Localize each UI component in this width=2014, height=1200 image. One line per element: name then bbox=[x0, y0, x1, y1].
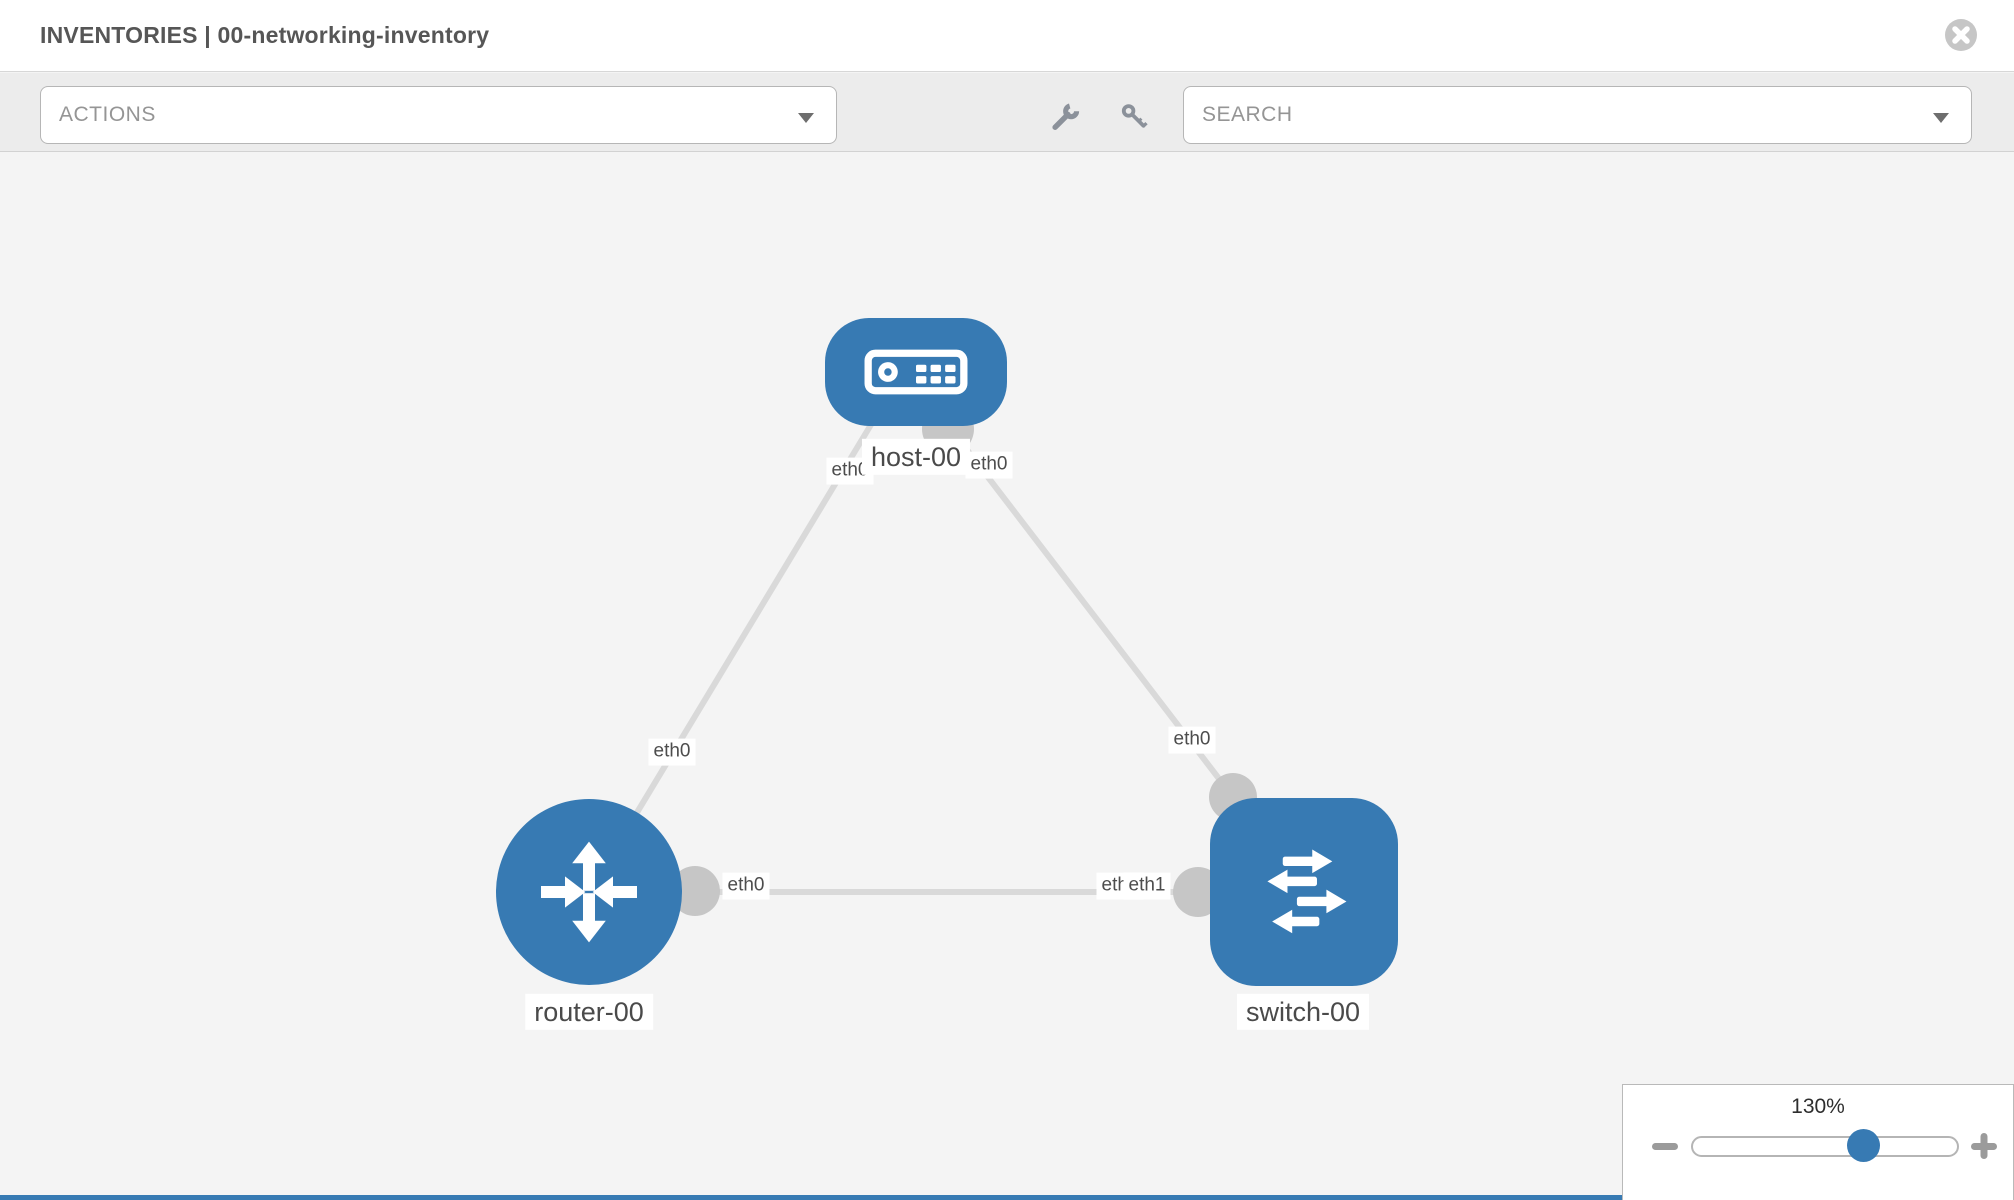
node-label-switch: switch-00 bbox=[1236, 993, 1370, 1031]
chevron-down-icon bbox=[798, 113, 814, 123]
actions-dropdown-label: ACTIONS bbox=[59, 103, 156, 126]
chevron-down-icon bbox=[1933, 113, 1949, 123]
actions-dropdown[interactable]: ACTIONS bbox=[40, 86, 837, 144]
interface-label-switch-top: eth0 bbox=[1168, 726, 1216, 754]
interface-label-router-top: eth0 bbox=[648, 738, 696, 766]
zoom-panel: 130% bbox=[1622, 1084, 2014, 1200]
zoom-slider-thumb[interactable] bbox=[1847, 1129, 1880, 1162]
zoom-in-button[interactable] bbox=[1967, 1129, 2001, 1163]
credentials-button[interactable] bbox=[1119, 101, 1151, 133]
header: INVENTORIES | 00-networking-inventory bbox=[0, 0, 2014, 72]
zoom-level-value: 130% bbox=[1791, 1095, 1845, 1118]
zoom-in-icon bbox=[1971, 1133, 1997, 1159]
key-icon bbox=[1121, 104, 1148, 129]
zoom-out-icon bbox=[1652, 1143, 1678, 1150]
search-dropdown[interactable] bbox=[1183, 86, 1972, 144]
node-label-host: host-00 bbox=[861, 438, 971, 476]
zoom-out-button[interactable] bbox=[1648, 1129, 1682, 1163]
node-host-00[interactable] bbox=[825, 318, 1007, 426]
interface-label-switch-left-front: eth1 bbox=[1123, 872, 1171, 900]
wrench-icon bbox=[1052, 103, 1080, 130]
topology-canvas[interactable]: eth0 host-00 eth0 eth0 eth0 eth0 eth1 et… bbox=[0, 153, 2014, 1200]
close-button[interactable] bbox=[1944, 18, 1978, 52]
toolbar: ACTIONS bbox=[0, 73, 2014, 152]
host-icon bbox=[864, 349, 968, 395]
tools-button[interactable] bbox=[1050, 101, 1082, 133]
page-title: INVENTORIES | 00-networking-inventory bbox=[40, 22, 490, 48]
interface-connector-router-eth0 bbox=[670, 866, 720, 916]
switch-icon bbox=[1267, 849, 1347, 934]
router-icon bbox=[541, 841, 637, 943]
node-label-router: router-00 bbox=[525, 993, 653, 1031]
close-icon bbox=[1945, 19, 1977, 51]
topology-links-layer bbox=[586, 403, 1304, 917]
node-router-00[interactable] bbox=[496, 799, 682, 985]
search-input[interactable] bbox=[1184, 87, 1971, 143]
interface-label-router-right: eth0 bbox=[722, 872, 770, 900]
interface-label-host-right: eth0 bbox=[965, 451, 1013, 479]
node-switch-00[interactable] bbox=[1210, 798, 1398, 986]
zoom-slider-track[interactable] bbox=[1691, 1136, 1959, 1157]
partial-element-bottom-strip bbox=[0, 1195, 1622, 1200]
